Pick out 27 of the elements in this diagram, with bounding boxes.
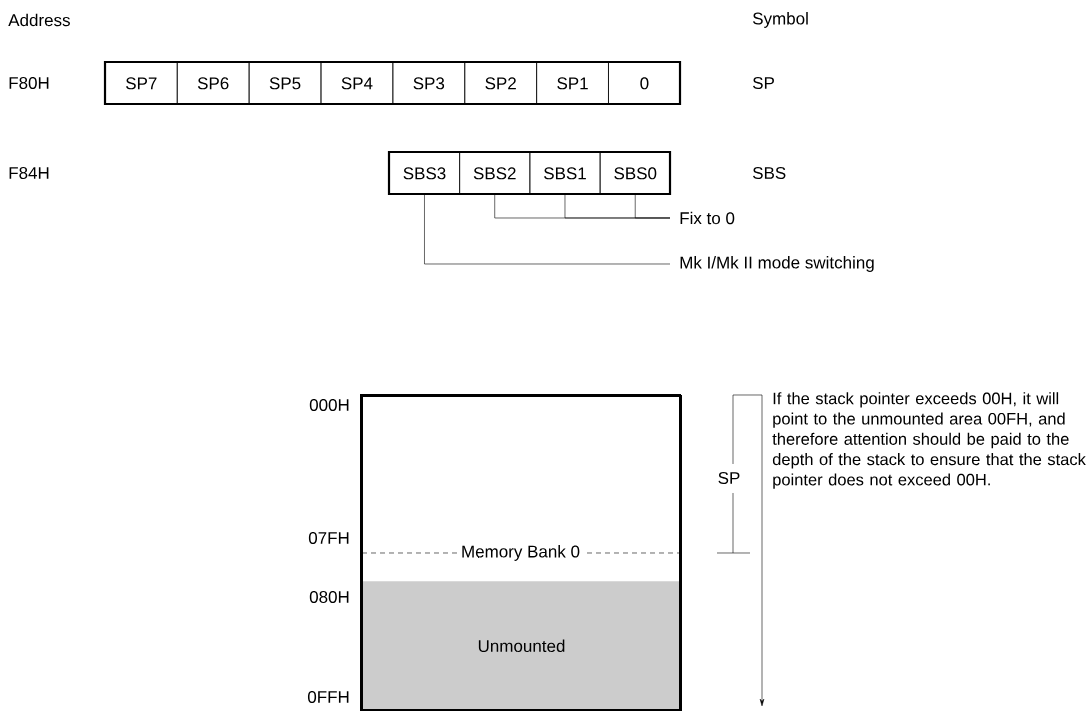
register-cell: 0 <box>608 62 681 105</box>
note-text: If the stack pointer exceeds 00H, it will point to the unmounted area 00FH, and therefore attention should be paid to the depth of the stack to ensure that the stack pointer does not exceed 00H. <box>772 392 1086 489</box>
register-cell: SBS2 <box>459 152 531 195</box>
annotation-text: Fix to 0 <box>680 211 735 225</box>
leader-line <box>424 194 671 265</box>
address-label: 07FH <box>308 531 349 544</box>
register-cell: SP7 <box>105 62 178 105</box>
register-cell: SP6 <box>176 62 250 105</box>
address-label: 000H <box>309 398 349 411</box>
column-heading: Address <box>8 13 70 27</box>
column-heading: Symbol <box>753 12 808 28</box>
register-address: F84H <box>9 166 49 179</box>
register-cell: SBS1 <box>529 152 601 195</box>
register-address: F80H <box>9 77 49 89</box>
register-cell: SP3 <box>392 62 466 105</box>
unmounted-area: Unmounted <box>363 581 680 711</box>
range-label: SP <box>718 471 740 484</box>
register-cell: SBS3 <box>389 152 460 195</box>
leader-line <box>634 194 671 219</box>
register-cell: SBS0 <box>599 152 671 195</box>
register-cell: SP1 <box>536 62 609 105</box>
register-cell: SP2 <box>464 62 537 105</box>
register-symbol: SP <box>753 77 774 89</box>
register-cell: SP4 <box>320 62 394 105</box>
register-symbol: SBS <box>753 166 786 179</box>
register-cell: SP5 <box>248 62 322 105</box>
annotation-text: Mk I/Mk II mode switching <box>680 256 874 272</box>
